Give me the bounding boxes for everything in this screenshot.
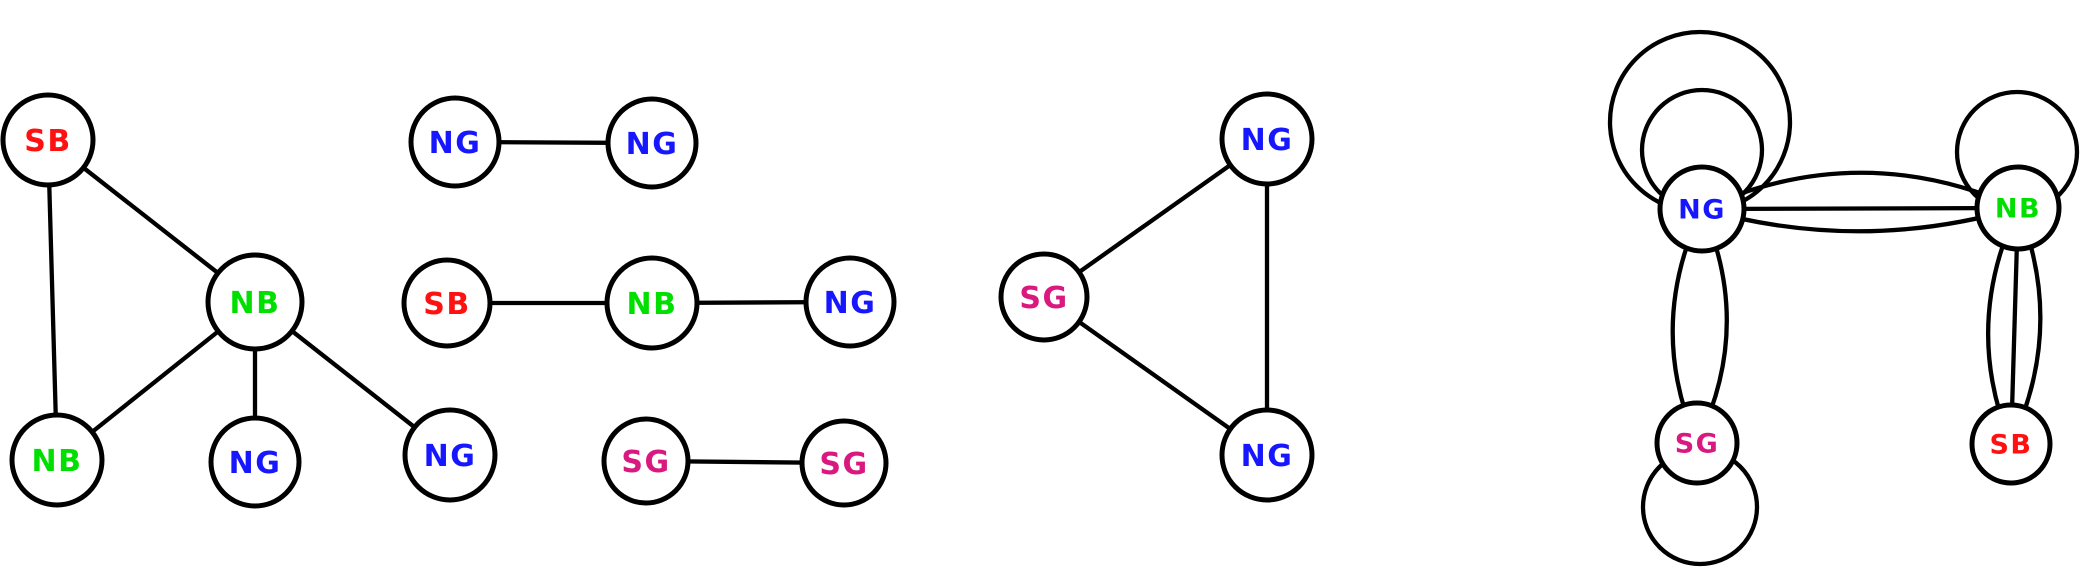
graph-node: SG xyxy=(601,416,691,506)
node-label: SB xyxy=(1989,430,2032,461)
node-label: SG xyxy=(1019,281,1068,316)
node-label: NG xyxy=(1241,439,1294,474)
graph-node: NG xyxy=(408,95,502,189)
node-label: NG xyxy=(1678,195,1726,226)
node-label: NG xyxy=(429,126,482,161)
node-circle xyxy=(799,418,889,508)
nodes: NG NG xyxy=(408,95,699,190)
node-circle xyxy=(1219,91,1315,187)
graph-node: NG xyxy=(803,255,897,349)
graph-node: SB xyxy=(0,92,96,188)
node-label: NB xyxy=(1995,194,2041,225)
node-circle xyxy=(1969,402,2053,486)
node-label: NB xyxy=(230,286,281,321)
nodes: NG SG NG xyxy=(998,91,1315,503)
graph-component-6: NG NB SG SB xyxy=(1607,29,2080,567)
edge xyxy=(1701,205,2019,212)
graph-node: SG xyxy=(998,251,1090,343)
node-circle xyxy=(208,415,302,509)
node-label: SG xyxy=(621,445,670,480)
node-circle xyxy=(205,252,305,352)
node-label: NG xyxy=(1241,123,1294,158)
graph-node: SB xyxy=(1969,402,2053,486)
graph-component-1: SB NB NB NG NG xyxy=(0,92,498,509)
node-label: SG xyxy=(819,447,868,482)
graph-node: NG xyxy=(1219,407,1315,503)
graph-component-2: NG NG xyxy=(408,95,699,190)
node-circle xyxy=(803,255,897,349)
node-label: NB xyxy=(32,444,83,479)
graph-node: SG xyxy=(799,418,889,508)
node-circle xyxy=(1219,407,1315,503)
graph-node: NB xyxy=(604,255,700,351)
graph-node: NG xyxy=(605,96,699,190)
node-circle xyxy=(1654,400,1740,486)
graph-node: NG xyxy=(1219,91,1315,187)
node-circle xyxy=(402,407,498,503)
curved-edge xyxy=(1701,205,2019,234)
node-label: NB xyxy=(627,287,678,322)
node-label: SB xyxy=(24,124,71,159)
graph-node: NG xyxy=(208,415,302,509)
graph-node: NB xyxy=(9,412,105,508)
graph-node: SG xyxy=(1654,400,1740,486)
node-circle xyxy=(605,96,699,190)
node-label: NG xyxy=(229,446,282,481)
node-circle xyxy=(604,255,700,351)
graph-node: SB xyxy=(401,257,493,349)
curved-edge xyxy=(1701,170,2019,211)
node-label: NG xyxy=(824,286,877,321)
nodes: SB NB NB NG NG xyxy=(0,92,498,509)
graph-component-3: SB NB NG xyxy=(401,255,897,351)
node-circle xyxy=(401,257,493,349)
node-circle xyxy=(1974,164,2062,252)
graph-node: NB xyxy=(1974,164,2062,252)
node-circle xyxy=(0,92,96,188)
graph-node: NG xyxy=(402,407,498,503)
node-label: SB xyxy=(423,287,470,322)
node-circle xyxy=(408,95,502,189)
nodes: NG NB SG SB xyxy=(1654,164,2062,486)
edge xyxy=(45,139,60,461)
graph-component-4: SG SG xyxy=(601,416,889,508)
node-circle xyxy=(1657,164,1747,254)
node-circle xyxy=(9,412,105,508)
graph-component-5: NG SG NG xyxy=(998,91,1315,503)
graph-node: NB xyxy=(205,252,305,352)
graph-node: NG xyxy=(1657,164,1747,254)
nodes: SB NB NG xyxy=(401,255,897,351)
nodes: SG SG xyxy=(601,416,889,508)
node-circle xyxy=(601,416,691,506)
node-circle xyxy=(998,251,1090,343)
node-label: SG xyxy=(1675,429,1720,460)
node-label: NG xyxy=(626,127,679,162)
node-label: NG xyxy=(424,439,477,474)
